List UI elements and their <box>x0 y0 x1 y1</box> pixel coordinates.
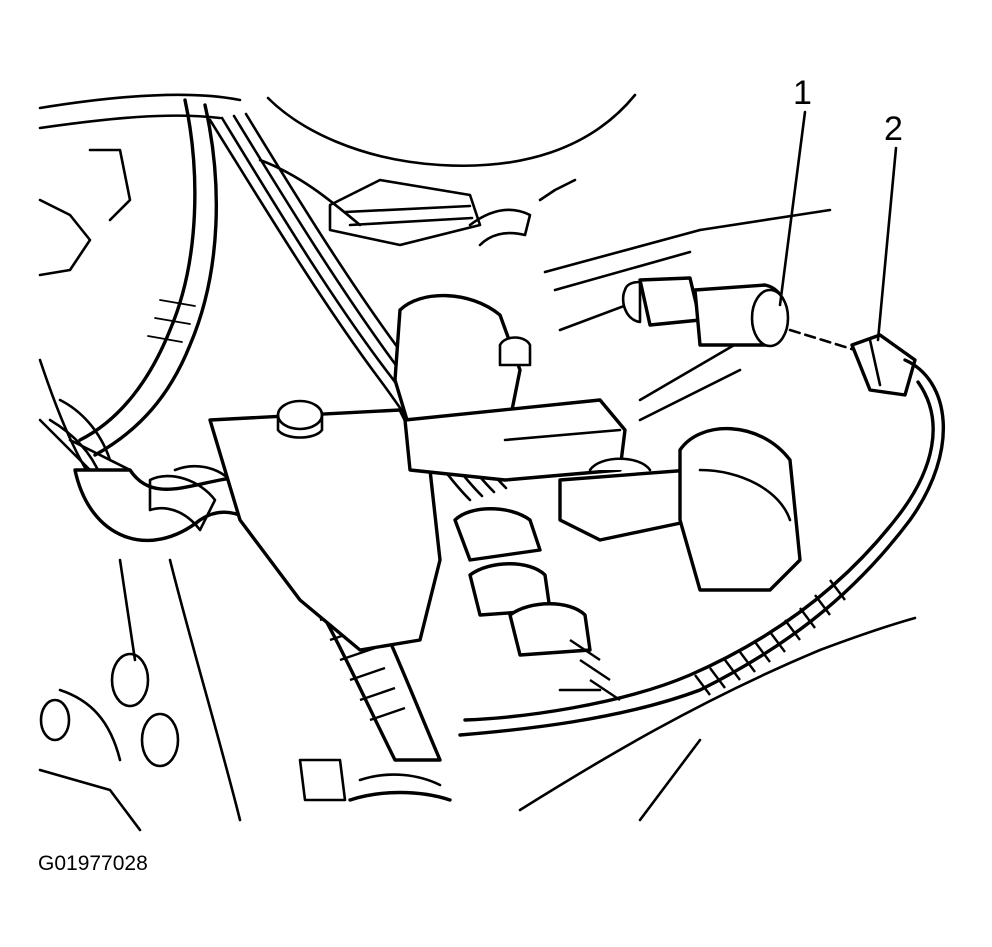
sensor-connector-and-lead <box>458 333 946 737</box>
figure-code: G01977028 <box>38 852 148 875</box>
callout-2-label: 2 <box>884 110 903 148</box>
component-housing <box>208 293 802 701</box>
lower-left-components <box>38 652 452 832</box>
callout-leader-lines <box>778 110 898 342</box>
sensor-assembly <box>621 276 857 352</box>
engine-background-outlines <box>38 93 917 822</box>
callout-1-label: 1 <box>793 74 812 112</box>
